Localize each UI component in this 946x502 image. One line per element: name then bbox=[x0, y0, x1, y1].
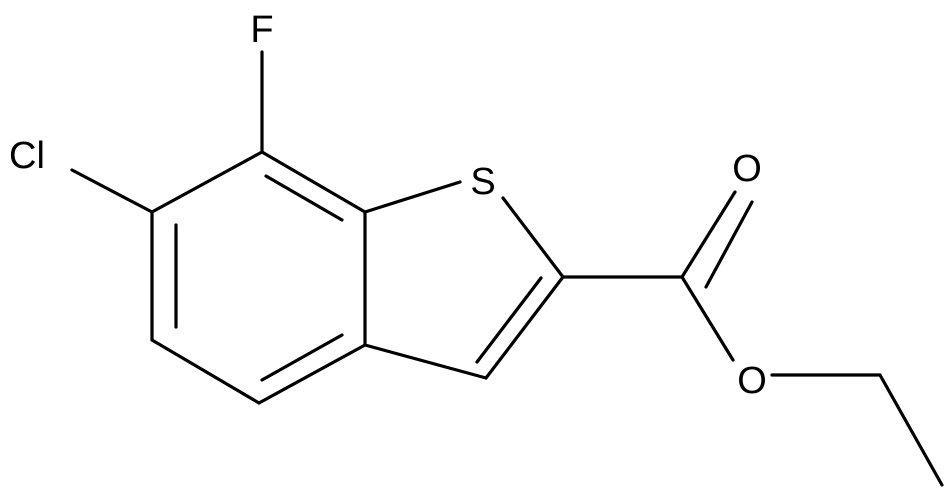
bond-c3a-c4-inner bbox=[260, 333, 344, 382]
bond-carbonyl-double-a bbox=[680, 190, 737, 279]
atom-label-cl: Cl bbox=[9, 135, 45, 177]
bond-c3a-c4 bbox=[257, 343, 367, 405]
atom-label-s: S bbox=[470, 161, 495, 203]
bond-c4-c5 bbox=[150, 338, 261, 405]
bond-c7-c7a-inner bbox=[264, 174, 344, 222]
bond-c2-c3-inner bbox=[475, 276, 543, 364]
bond-c6-cl bbox=[70, 168, 154, 214]
bond-carbonyl-c-o-ester bbox=[680, 275, 735, 362]
bond-c3-c3a bbox=[363, 343, 488, 380]
bond-c6-c7 bbox=[150, 150, 264, 214]
bond-ch2-ch3 bbox=[878, 373, 944, 487]
atom-label-o-ester: O bbox=[737, 360, 767, 402]
bond-c2-c3 bbox=[484, 275, 565, 380]
atom-label-f: F bbox=[250, 9, 273, 51]
bond-s-c2 bbox=[501, 196, 565, 279]
atom-label-o-carbonyl: O bbox=[732, 148, 762, 190]
bond-c7-c7a bbox=[260, 150, 367, 214]
bond-c7a-s bbox=[363, 180, 462, 214]
bond-carbonyl-double-b bbox=[704, 200, 754, 289]
